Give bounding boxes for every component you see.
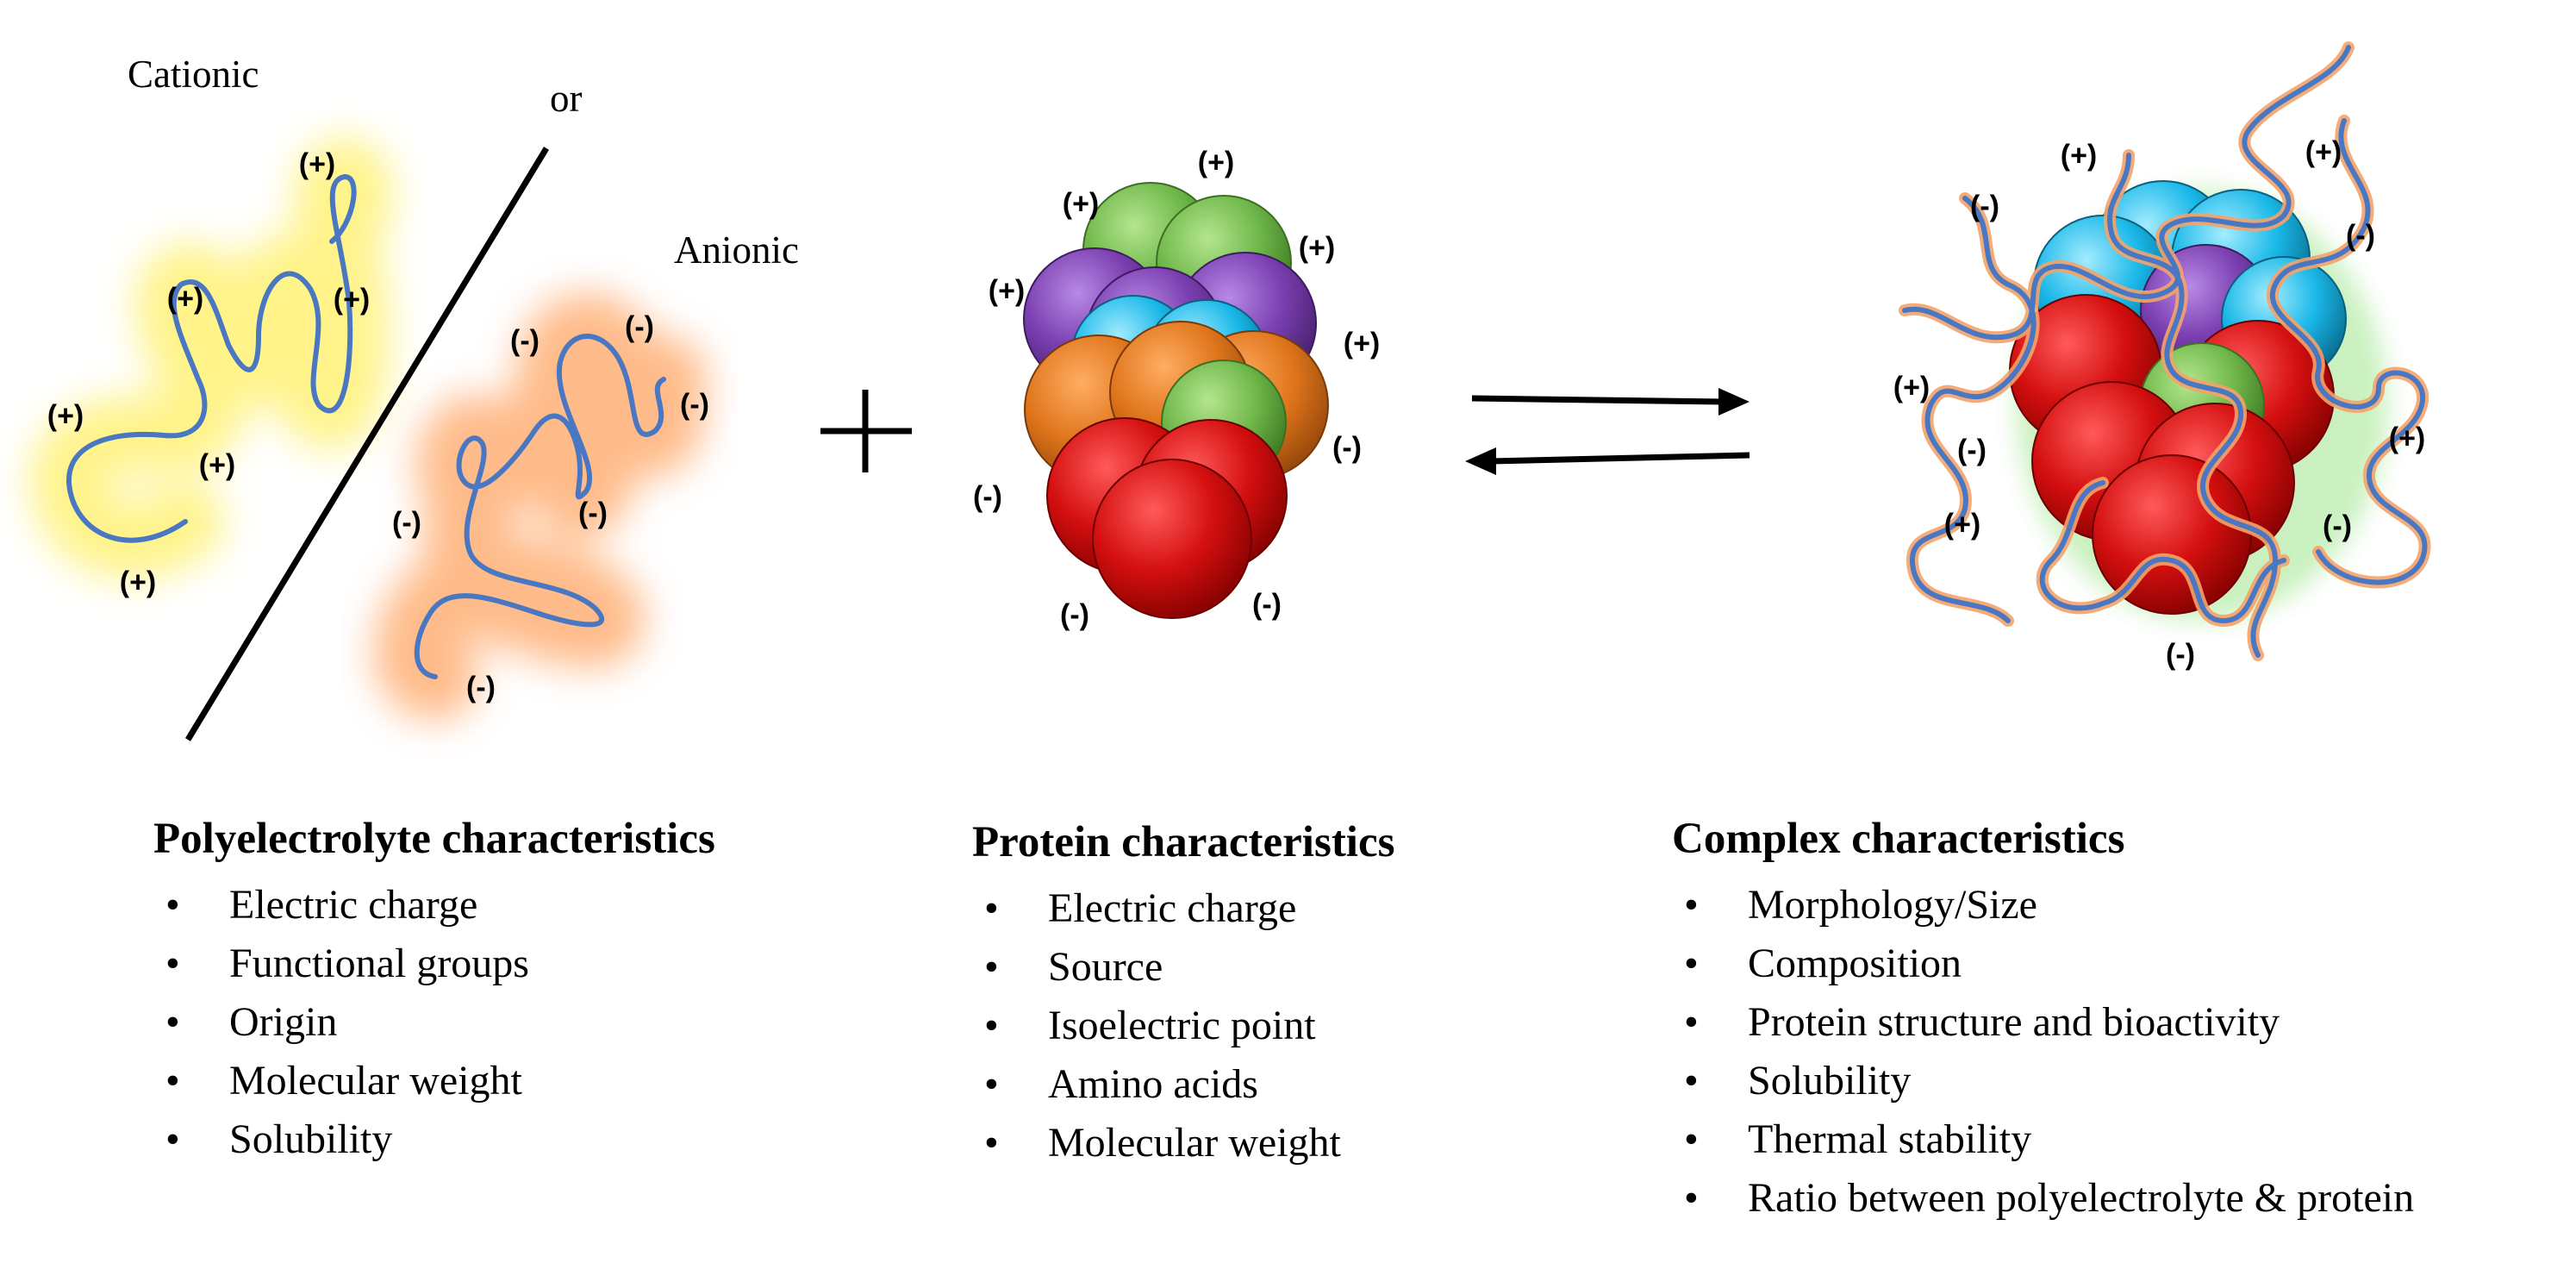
anionic-chain	[414, 334, 666, 679]
charge-marker-positive: (+)	[1062, 187, 1100, 221]
charge-marker-negative: (-)	[973, 480, 1002, 514]
anionic-label: Anionic	[674, 228, 799, 272]
charge-marker-negative: (-)	[625, 310, 654, 344]
charge-marker-negative: (-)	[1252, 588, 1282, 622]
list-item: Source	[972, 938, 1394, 997]
charge-marker-negative: (-)	[2166, 638, 2195, 672]
charge-marker-negative: (-)	[2323, 510, 2352, 543]
characteristics-list: Morphology/Size Composition Protein stru…	[1672, 876, 2414, 1228]
plus-icon	[820, 390, 912, 472]
list-item: Protein structure and bioactivity	[1672, 993, 2414, 1052]
charge-marker-positive: (+)	[333, 283, 371, 316]
list-item: Thermal stability	[1672, 1110, 2414, 1169]
protein-molecule	[1023, 182, 1329, 619]
charge-marker-positive: (+)	[1343, 327, 1381, 360]
divider-slash	[185, 147, 549, 741]
complex-chain	[1902, 45, 2428, 658]
cationic-polyelectrolyte	[30, 138, 393, 579]
characteristics-list: Electric charge Source Isoelectric point…	[972, 879, 1394, 1172]
list-item: Molecular weight	[972, 1114, 1394, 1172]
characteristics-list: Electric charge Functional groups Origin…	[153, 876, 715, 1169]
cationic-glow	[30, 138, 393, 579]
list-item: Molecular weight	[153, 1052, 715, 1110]
protein-characteristics: Protein characteristics Electric charge …	[972, 817, 1394, 1172]
equilibrium-arrows	[1465, 388, 1750, 475]
charge-marker-positive: (+)	[166, 282, 204, 316]
list-item: Morphology/Size	[1672, 876, 2414, 935]
charge-marker-negative: (-)	[2346, 219, 2375, 253]
list-item: Solubility	[1672, 1052, 2414, 1110]
charge-marker-negative: (-)	[1332, 431, 1362, 465]
list-item: Functional groups	[153, 935, 715, 993]
list-item: Origin	[153, 993, 715, 1052]
list-item: Isoelectric point	[972, 997, 1394, 1055]
charge-marker-positive: (+)	[119, 566, 157, 599]
list-item: Amino acids	[972, 1055, 1394, 1114]
charge-marker-negative: (-)	[1970, 190, 1999, 223]
charge-marker-negative: (-)	[578, 497, 608, 530]
charge-marker-positive: (+)	[1893, 371, 1930, 404]
list-item: Electric charge	[153, 876, 715, 935]
anionic-polyelectrolyte	[373, 293, 707, 720]
charge-marker-positive: (+)	[47, 399, 84, 433]
charge-marker-negative: (-)	[392, 506, 421, 540]
charge-marker-positive: (+)	[198, 448, 236, 482]
charge-marker-positive: (+)	[298, 147, 336, 181]
complex-characteristics: Complex characteristics Morphology/Size …	[1672, 814, 2414, 1228]
charge-marker-positive: (+)	[1943, 508, 1981, 541]
charge-marker-positive: (+)	[2060, 139, 2098, 172]
list-item: Electric charge	[972, 879, 1394, 938]
list-item: Composition	[1672, 935, 2414, 993]
section-title: Protein characteristics	[972, 818, 1395, 866]
charge-marker-negative: (-)	[680, 388, 709, 422]
section-title: Polyelectrolyte characteristics	[153, 815, 715, 863]
cationic-label: Cationic	[128, 53, 259, 96]
charge-marker-negative: (-)	[1060, 598, 1089, 632]
charge-marker-negative: (-)	[1957, 434, 1987, 467]
charge-marker-negative: (-)	[510, 324, 540, 358]
charge-marker-positive: (+)	[988, 274, 1026, 308]
cationic-chain	[65, 174, 357, 543]
charge-marker-negative: (-)	[466, 671, 496, 704]
protein-polyelectrolyte-complex	[1899, 41, 2431, 661]
polyelectrolyte-characteristics: Polyelectrolyte characteristics Electric…	[153, 814, 715, 1169]
charge-marker-positive: (+)	[1298, 231, 1336, 265]
list-item: Ratio between polyelectrolyte & protein	[1672, 1169, 2414, 1228]
charge-marker-positive: (+)	[2305, 135, 2342, 169]
list-item: Solubility	[153, 1110, 715, 1169]
charge-marker-positive: (+)	[1197, 146, 1235, 179]
section-title: Complex characteristics	[1672, 815, 2125, 863]
or-label: or	[550, 77, 583, 120]
charge-marker-positive: (+)	[2388, 422, 2426, 455]
